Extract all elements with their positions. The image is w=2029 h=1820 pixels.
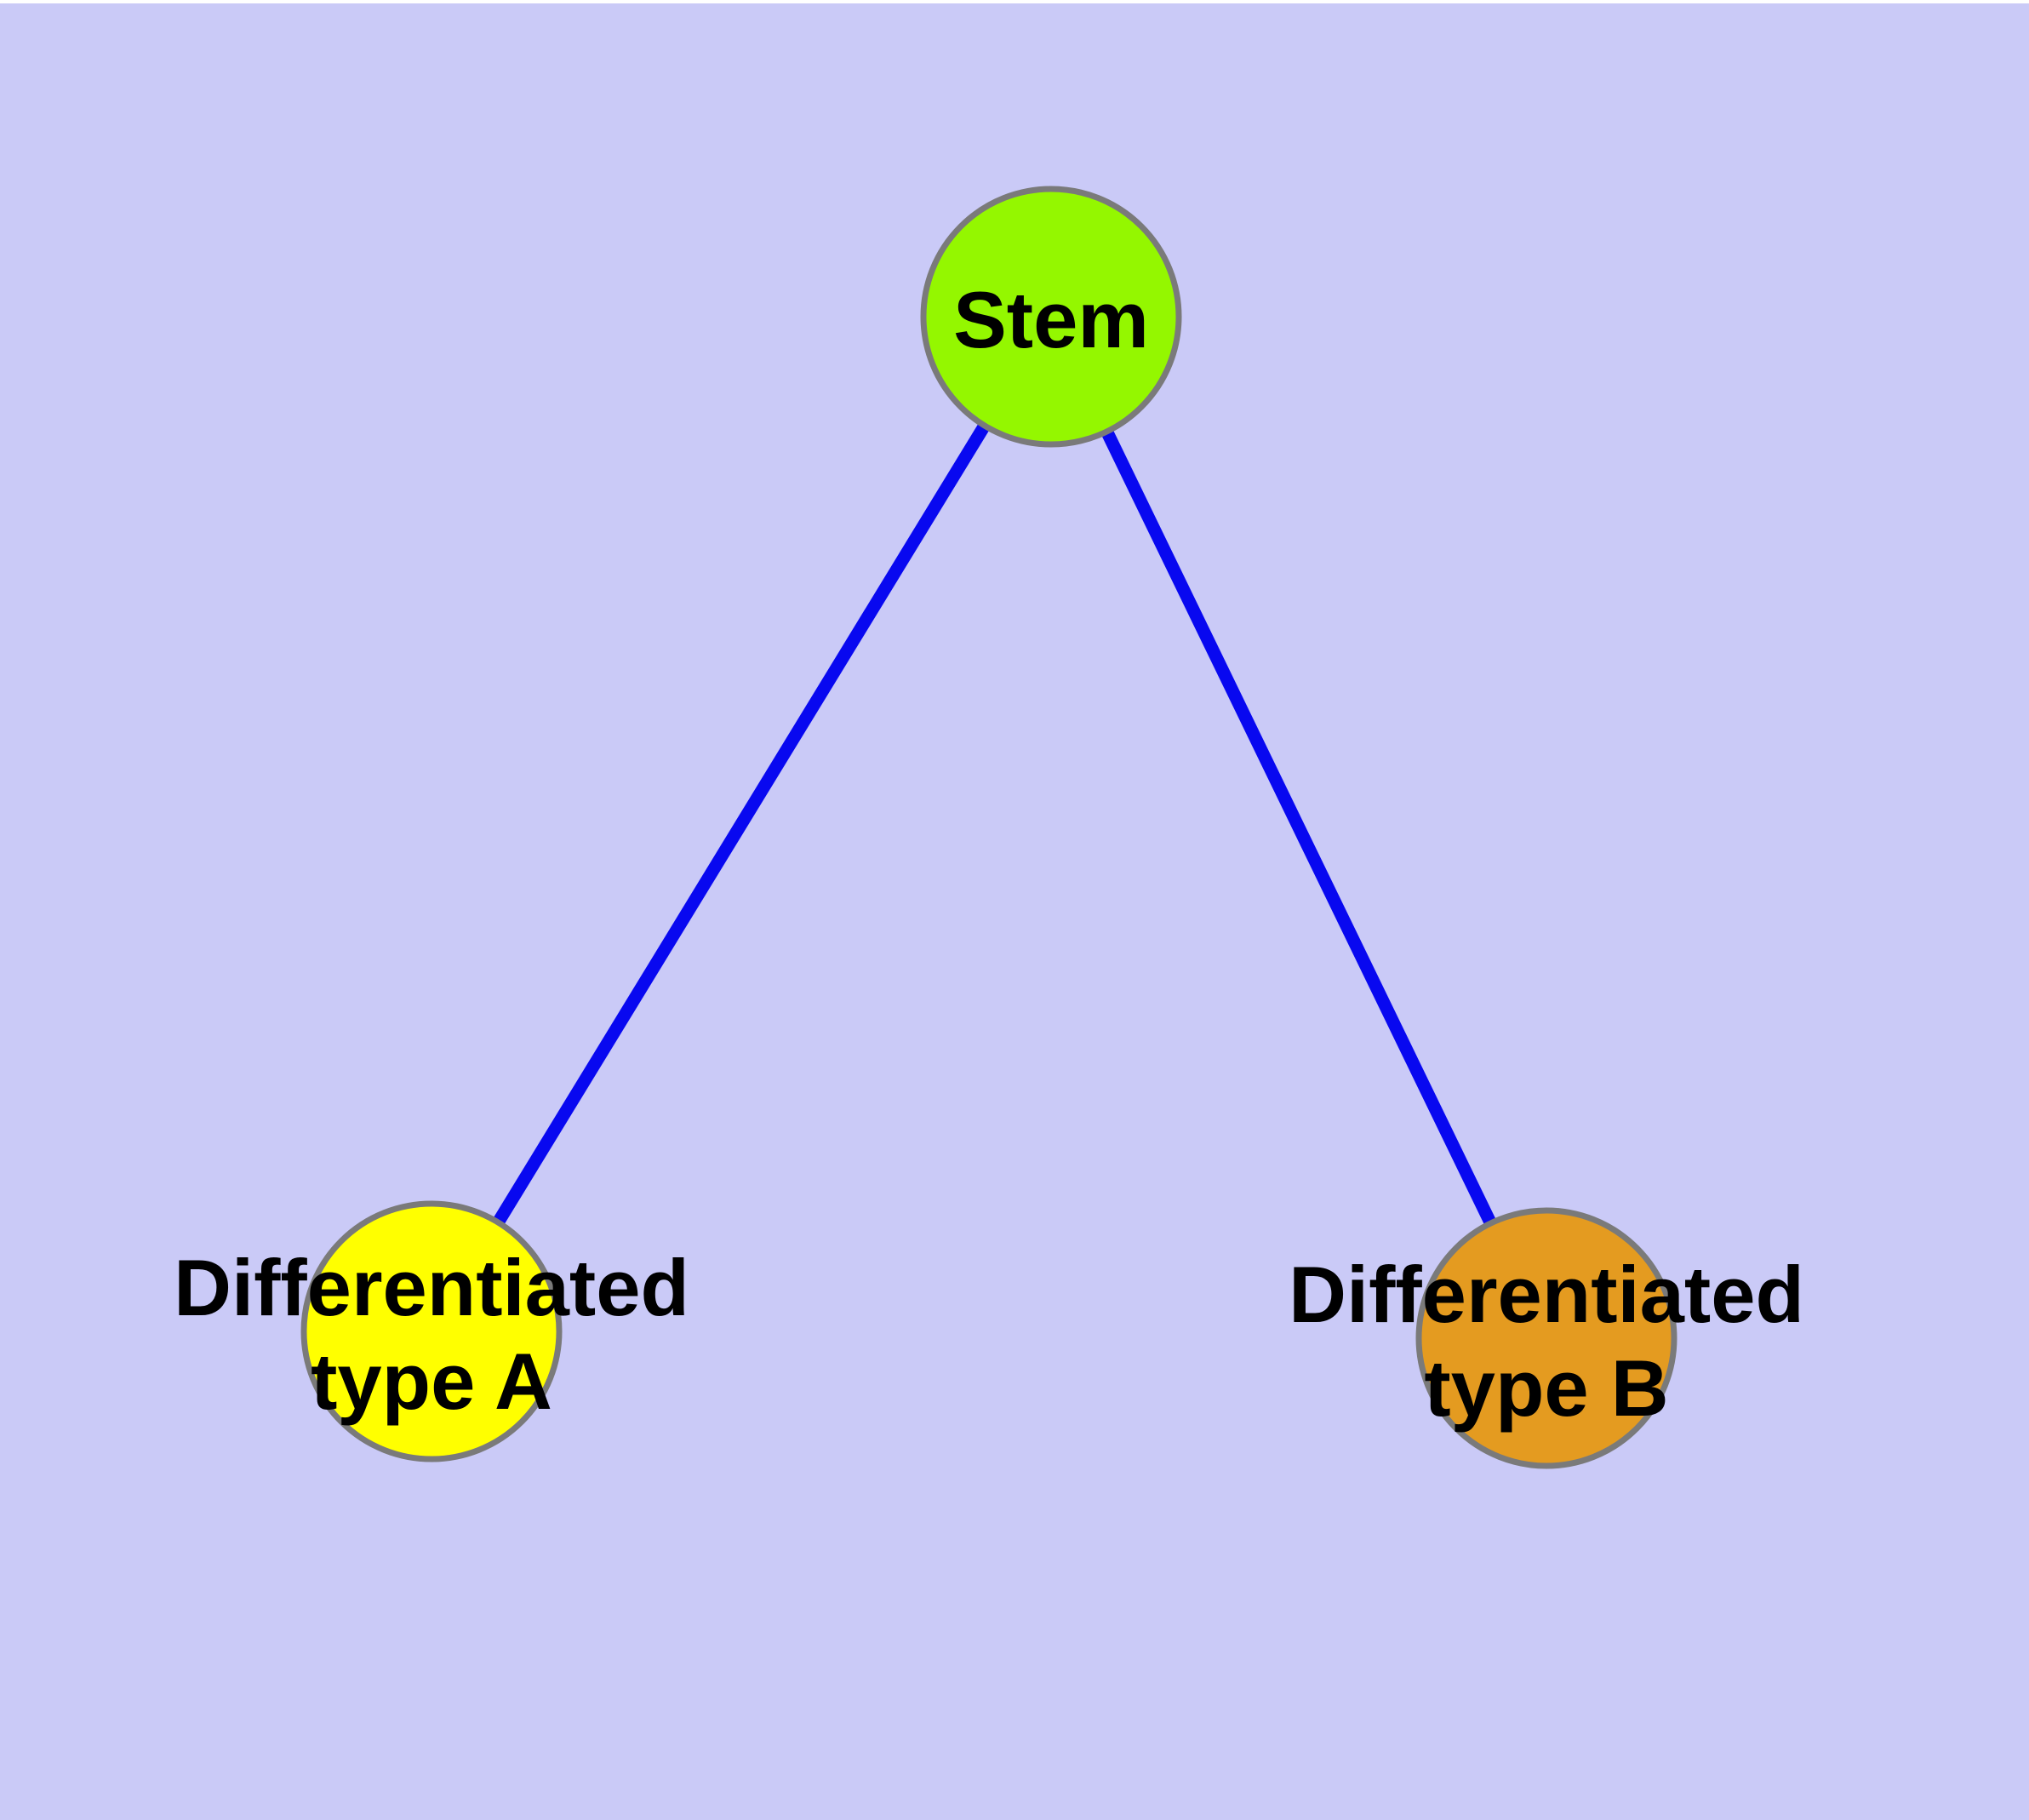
node-stem-circle [920, 186, 1182, 448]
node-stem-label: Stem [953, 275, 1149, 364]
node-type-b-label-line2: type B [1424, 1343, 1668, 1433]
node-type-b-label-line1: Differentiated [1289, 1250, 1804, 1339]
node-type-b-circle [1415, 1207, 1677, 1469]
top-edge-strip [0, 0, 2029, 3]
node-type-a-circle [300, 1200, 563, 1462]
edge-stem-to-type-b [1045, 313, 1552, 1342]
edge-stem-to-type-a [426, 313, 1057, 1335]
node-type-a-label-line2: type A [311, 1336, 552, 1426]
node-type-a-label-line1: Differentiated [174, 1243, 689, 1332]
